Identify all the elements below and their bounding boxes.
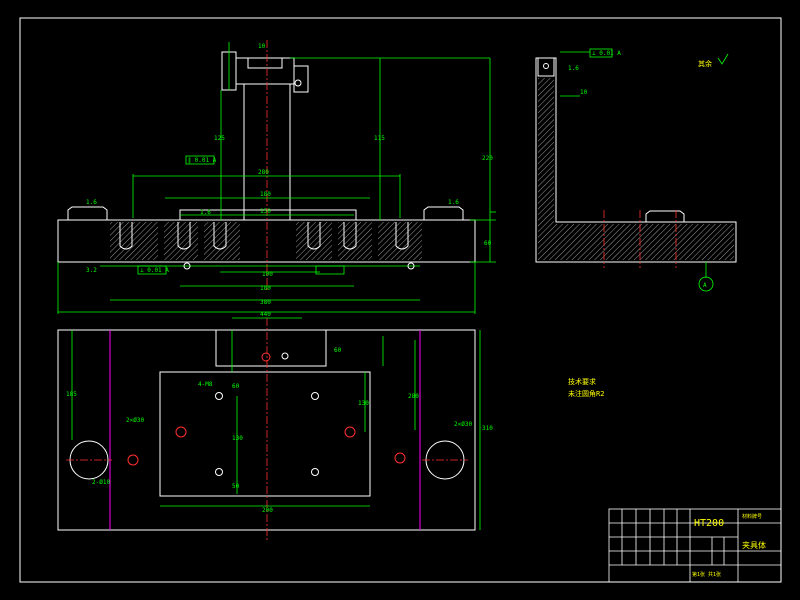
label-2d10: 2-Ø10	[92, 479, 110, 486]
dim-220: 220	[482, 155, 493, 162]
note-fillet: 未注圆角R2	[568, 389, 604, 398]
material-code: HT200	[694, 518, 724, 529]
dim-180: 180	[260, 191, 271, 198]
plan-dim-60: 60	[232, 383, 240, 390]
note-heading: 技术要求	[568, 377, 596, 386]
plan-view: 200 130 60 130 50 280 310 185 60 2×Ø30 2…	[57, 317, 493, 540]
plan-dim-200: 200	[262, 507, 273, 514]
side-section-view: A ⊥ 0.01 A 1.6 10 其余	[535, 48, 737, 292]
side-tol: 1.6	[568, 65, 579, 72]
dim-115: 115	[374, 135, 385, 142]
plan-dim-130: 130	[232, 435, 243, 442]
label-2x30-right: 2×Ø30	[454, 421, 472, 428]
dim-440: 440	[260, 311, 271, 318]
tol-3: 1.6	[448, 199, 459, 206]
plan-dim-310: 310	[482, 425, 493, 432]
roughness-note: 其余	[698, 59, 712, 68]
plan-dim-185: 185	[66, 391, 77, 398]
dim-380: 380	[260, 299, 271, 306]
large-hole-left	[69, 440, 109, 480]
dim-10: 10	[258, 43, 266, 50]
section-marker-circle	[698, 276, 714, 292]
fcf-perp: ⊥ 0.01 A	[140, 267, 169, 274]
dim-100: 100	[262, 271, 273, 278]
title-block: HT200 材料牌号 夹具体 第1张 共1张	[608, 508, 782, 583]
dim-60: 60	[484, 240, 492, 247]
fcf-parallel: ∥ 0.01 A	[188, 157, 217, 164]
dim-150: 150	[260, 208, 271, 215]
dim-180b: 180	[260, 285, 271, 292]
sheet-info: 第1张 共1张	[692, 571, 721, 578]
material-note: 材料牌号	[742, 513, 762, 520]
tol-4: 3.2	[86, 267, 97, 274]
drawing-frame	[19, 17, 782, 583]
plan-dim-50: 50	[232, 483, 240, 490]
plan-inner-plate	[159, 371, 371, 497]
tol-1: 1.6	[86, 199, 97, 206]
front-section-view: 280 180 150 100 180 380 440 60 115 125 2…	[57, 40, 496, 318]
side-fcf: ⊥ 0.01 A	[592, 50, 621, 57]
plan-dim-130b: 130	[358, 400, 369, 407]
plan-dim-280: 280	[408, 393, 419, 400]
drawing-title: 夹具体	[742, 540, 766, 550]
dim-125: 125	[214, 135, 225, 142]
plan-dim-60b: 60	[334, 347, 342, 354]
plan-outline	[57, 329, 476, 531]
large-hole-right	[425, 440, 465, 480]
label-2x30-left: 2×Ø30	[126, 417, 144, 424]
side-dim-10: 10	[580, 89, 588, 96]
dim-280: 280	[258, 169, 269, 176]
technical-notes: 技术要求 未注圆角R2	[568, 377, 604, 398]
tol-2: 1.6	[200, 209, 211, 216]
label-4m8: 4-M8	[198, 381, 213, 388]
section-marker-label: A	[703, 282, 707, 289]
